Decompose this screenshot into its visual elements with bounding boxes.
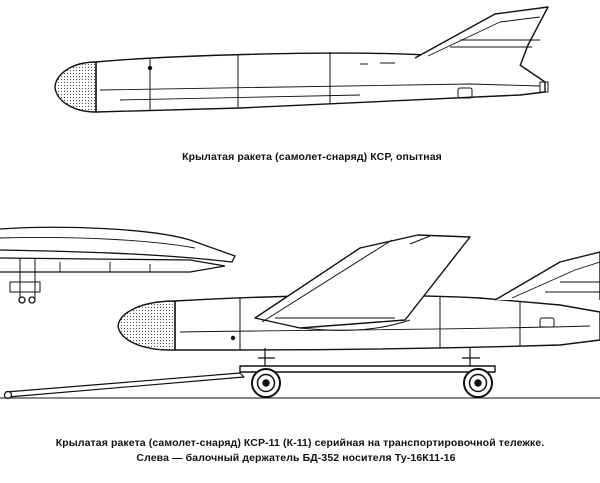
ksr-experimental-missile-drawing	[54, 6, 549, 113]
bd352-beam-holder-drawing	[0, 226, 236, 304]
ksr11-missile-on-trolley-drawing	[0, 234, 600, 400]
caption-bottom-line1: Крылатая ракета (самолет-снаряд) КСР-11 …	[55, 437, 545, 449]
caption-top: Крылатая ракета (самолет-снаряд) КСР, оп…	[182, 151, 442, 163]
caption-bottom-line2: Слева — балочный держатель БД-352 носите…	[136, 452, 456, 464]
